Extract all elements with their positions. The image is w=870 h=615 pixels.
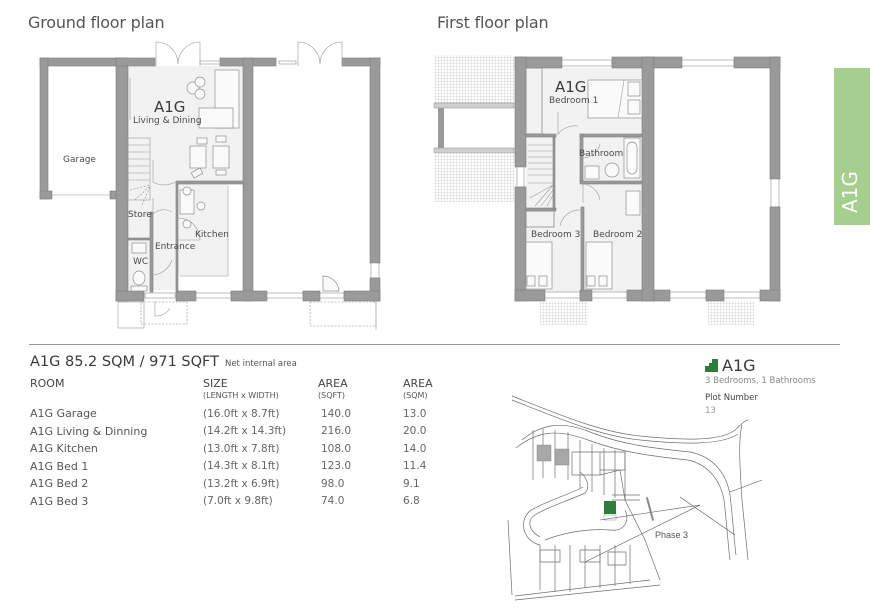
- building-icon: [705, 359, 718, 372]
- table-row: A1G Bed 1 (14.3ft x 8.1ft) 123.0 11.4: [30, 459, 427, 473]
- first-floor-title: First floor plan: [437, 13, 549, 32]
- room-label-kitchen: Kitchen: [195, 230, 229, 240]
- section-divider: [29, 344, 840, 345]
- site-map: Phase 3: [507, 395, 763, 601]
- plot-number-value: 13: [705, 406, 716, 416]
- room-label-bathroom: Bathroom: [579, 149, 623, 159]
- unit-name: A1G: [722, 356, 756, 375]
- header-room: ROOM: [30, 377, 65, 390]
- area-summary-title: A1G 85.2 SQM / 971 SQFT: [30, 354, 219, 370]
- header-area-sqft: AREA(SQFT): [318, 377, 348, 401]
- header-area-sqm: AREA(SQM): [403, 377, 433, 401]
- room-label-living: Living & Dining: [133, 116, 202, 126]
- room-label-bedroom-2: Bedroom 2: [593, 230, 642, 240]
- room-label-store: Store: [128, 210, 152, 220]
- phase-label: Phase 3: [655, 530, 688, 540]
- room-label-entrance: Entrance: [155, 242, 196, 252]
- side-tab-label: A1G: [838, 171, 862, 213]
- first-floor-plan: A1G Bedroom 1 Bathroom Bedroom 3 Bedroom…: [433, 55, 781, 325]
- net-internal-area-note: Net internal area: [224, 359, 297, 369]
- room-label-bedroom-3: Bedroom 3: [531, 230, 580, 240]
- table-header-row: ROOM SIZE(LENGTH x WIDTH) AREA(SQFT) ARE…: [30, 378, 463, 402]
- unit-description: 3 Bedrooms, 1 Bathrooms: [705, 376, 816, 386]
- ground-unit-label: A1G: [154, 98, 185, 116]
- area-summary-heading: A1G 85.2 SQM / 971 SQFT Net internal area: [30, 354, 297, 370]
- header-size: SIZE(LENGTH x WIDTH): [203, 377, 279, 401]
- ground-floor-plan: A1G Living & Dining Garage Store Kitchen…: [39, 41, 381, 330]
- room-label-wc: WC: [133, 257, 148, 267]
- table-row: A1G Living & Dinning (14.2ft x 14.3ft) 2…: [30, 424, 427, 438]
- room-label-garage: Garage: [63, 155, 96, 165]
- table-row: A1G Bed 3 (7.0ft x 9.8ft) 74.0 6.8: [30, 494, 420, 508]
- first-unit-label: A1G: [555, 78, 586, 96]
- ground-floor-title: Ground floor plan: [28, 13, 165, 32]
- unit-info-card: A1G 3 Bedrooms, 1 Bathrooms Plot Number …: [705, 356, 816, 416]
- plot-number-label: Plot Number: [705, 393, 758, 403]
- room-label-bedroom-1: Bedroom 1: [549, 96, 598, 106]
- table-row: A1G Bed 2 (13.2ft x 6.9ft) 98.0 9.1: [30, 477, 420, 491]
- table-row: A1G Garage (16.0ft x 8.7ft) 140.0 13.0: [30, 407, 427, 421]
- room-schedule-table: ROOM SIZE(LENGTH x WIDTH) AREA(SQFT) ARE…: [30, 378, 463, 510]
- table-row: A1G Kitchen (13.0ft x 7.8ft) 108.0 14.0: [30, 442, 427, 456]
- unit-side-tab: A1G: [834, 68, 870, 225]
- highlighted-plot: [604, 501, 616, 514]
